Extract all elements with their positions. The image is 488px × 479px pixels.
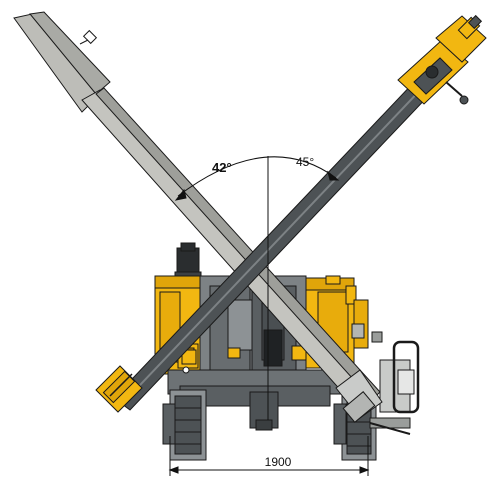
lower-chassis (167, 369, 343, 431)
body-details (181, 345, 307, 374)
mast-right-head (397, 14, 487, 105)
arrow-right (327, 170, 340, 181)
control-panel (351, 323, 420, 435)
arrow-left (174, 188, 187, 201)
mast-right-45deg (95, 14, 487, 413)
mast-left-42deg (13, 11, 383, 423)
angle-left-label: 42° (212, 160, 232, 175)
track-width-dimension (168, 436, 370, 476)
angle-annotation (174, 156, 340, 420)
mast-left-foot (335, 369, 383, 423)
left-track (162, 389, 207, 461)
angle-right-label: 45° (296, 155, 314, 169)
track-width-label: 1900 (265, 455, 292, 469)
angle-arc (177, 156, 337, 197)
mast-right-foot (95, 365, 143, 413)
exhaust-stack (174, 242, 202, 279)
machine-body (154, 242, 420, 461)
